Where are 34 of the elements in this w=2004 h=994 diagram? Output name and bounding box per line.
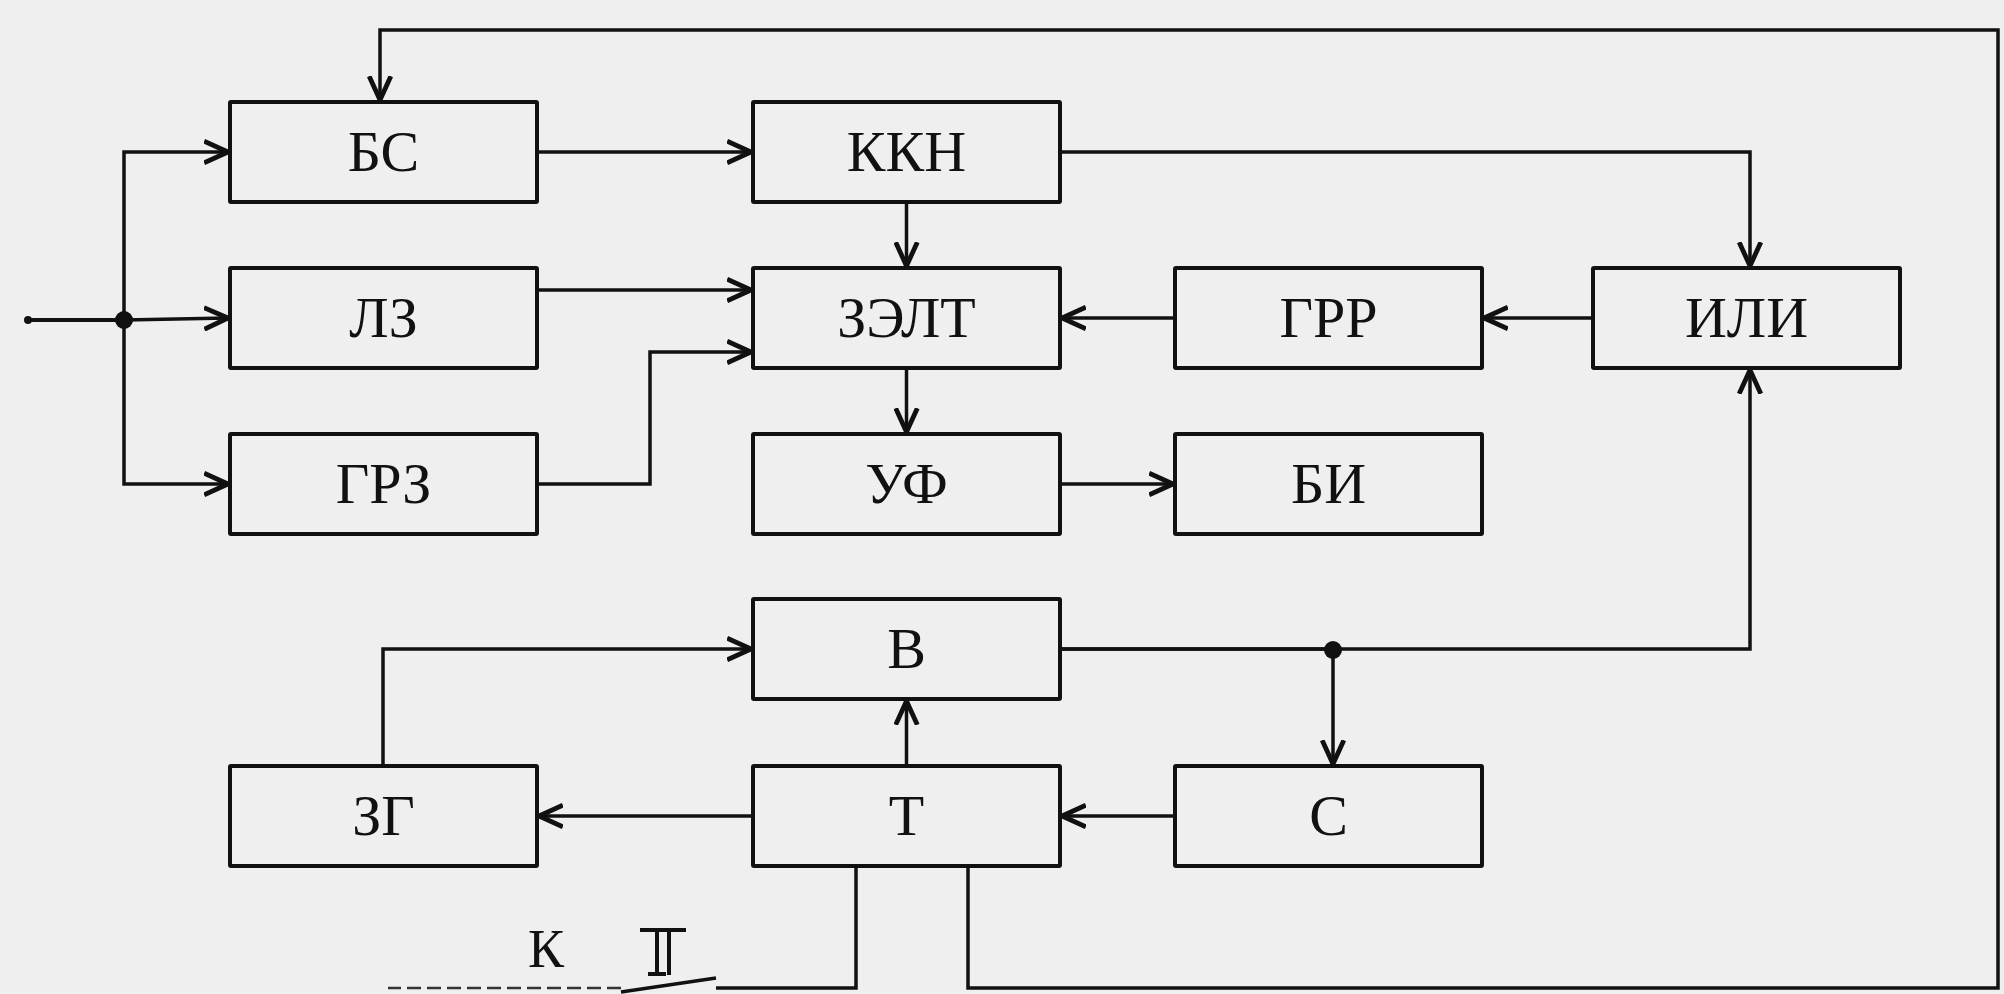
- block-box: [751, 764, 1062, 868]
- block-box: [228, 432, 539, 536]
- arrow: [893, 698, 920, 764]
- arrow: [366, 28, 2000, 990]
- block-label: УФ: [865, 455, 948, 513]
- arrow: [1062, 647, 1347, 767]
- block-label: ЗГ: [352, 787, 415, 845]
- block-label: В: [887, 620, 926, 678]
- connector-line: [716, 868, 858, 990]
- block-label: С: [1309, 787, 1348, 845]
- block-label: ЛЗ: [349, 289, 418, 347]
- block-label: ГРЗ: [335, 455, 432, 513]
- block-box: [228, 100, 539, 204]
- block-label: ЗЭЛТ: [837, 289, 976, 347]
- block-box: [1173, 266, 1484, 370]
- arrow: [1062, 150, 1764, 269]
- arrow: [893, 204, 920, 269]
- block-label: ИЛИ: [1684, 289, 1809, 347]
- block-label: ГРР: [1279, 289, 1378, 347]
- block-box: [751, 597, 1062, 701]
- block-label: БИ: [1290, 455, 1367, 513]
- block-box: [1173, 764, 1484, 868]
- block-box: [751, 432, 1062, 536]
- block-box: [751, 100, 1062, 204]
- block-label: БС: [347, 123, 420, 181]
- block-box: [228, 764, 539, 868]
- block-box: [1173, 432, 1484, 536]
- switch-label: К: [528, 922, 565, 976]
- block-label: Т: [888, 787, 925, 845]
- block-box: [751, 266, 1062, 370]
- block-box: [228, 266, 539, 370]
- block-label: ККН: [846, 123, 967, 181]
- block-box: [1591, 266, 1902, 370]
- arrow: [893, 370, 920, 435]
